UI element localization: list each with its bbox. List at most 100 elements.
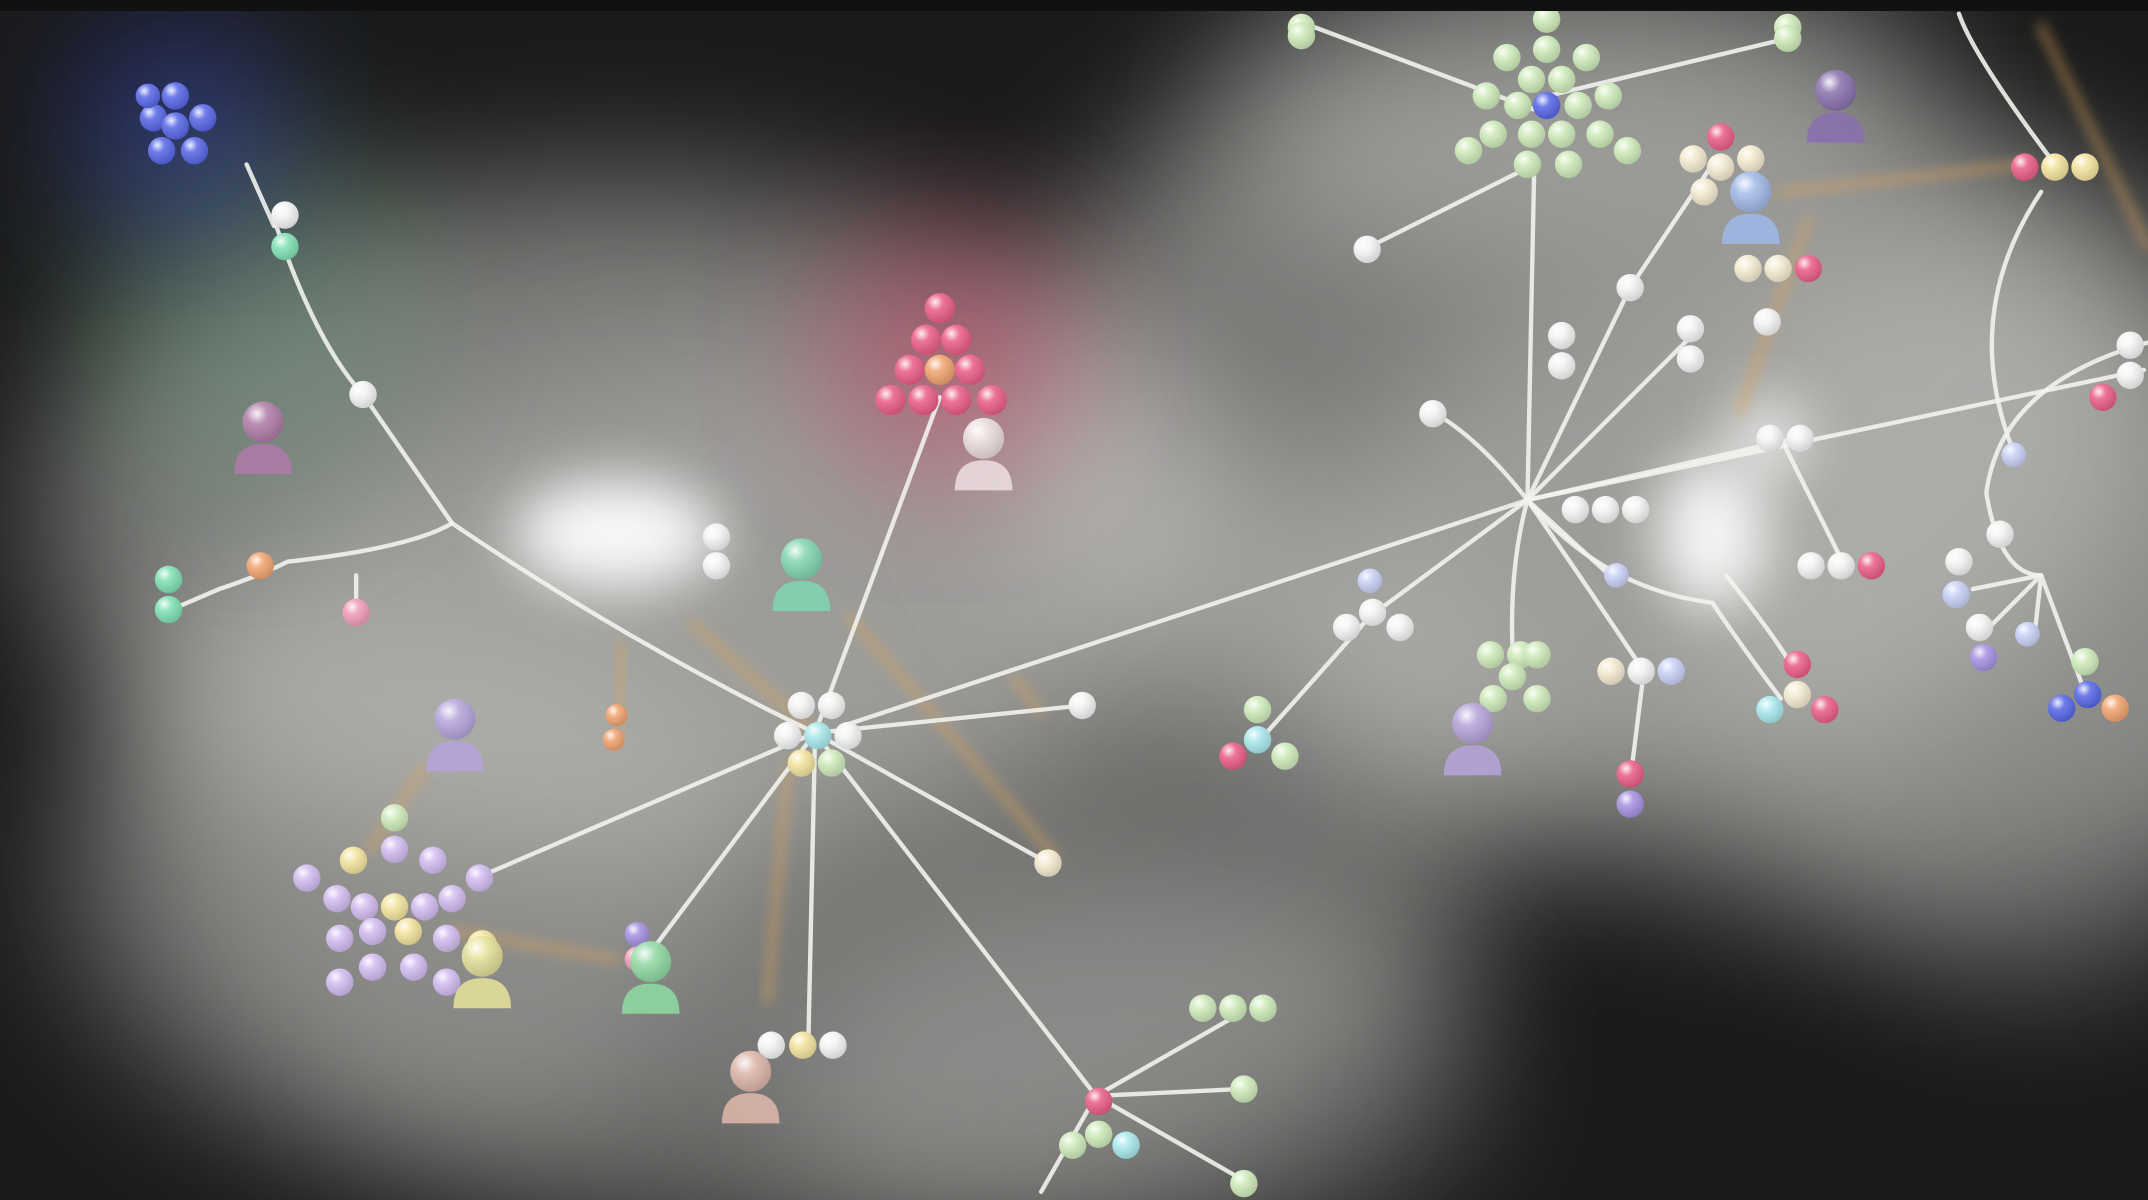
graph-node[interactable] [834, 721, 862, 750]
graph-node[interactable] [1230, 1169, 1258, 1198]
graph-node[interactable] [1034, 849, 1062, 877]
graph-node[interactable] [1690, 178, 1718, 206]
graph-node[interactable] [1287, 21, 1316, 50]
graph-node[interactable] [1783, 650, 1812, 679]
graph-node[interactable] [154, 595, 183, 624]
graph-node[interactable] [1271, 742, 1299, 770]
graph-node[interactable] [432, 968, 461, 996]
graph-node[interactable] [702, 552, 731, 580]
graph-node[interactable] [1513, 150, 1542, 179]
graph-node[interactable] [1737, 145, 1765, 173]
graph-node[interactable] [976, 384, 1007, 416]
graph-node[interactable] [1547, 352, 1576, 380]
graph-node[interactable] [1627, 657, 1655, 685]
graph-node[interactable] [419, 846, 447, 874]
graph-node[interactable] [1597, 657, 1625, 685]
graph-node[interactable] [1564, 91, 1592, 120]
graph-node[interactable] [1572, 43, 1601, 72]
graph-node[interactable] [1965, 613, 1994, 642]
user-avatar-icon[interactable] [954, 417, 1013, 491]
graph-node[interactable] [1797, 552, 1825, 580]
graph-node[interactable] [1249, 994, 1277, 1022]
graph-node[interactable] [1616, 790, 1644, 818]
user-avatar-icon[interactable] [1806, 69, 1865, 143]
graph-node[interactable] [1112, 1131, 1140, 1159]
graph-node[interactable] [161, 112, 190, 140]
graph-node[interactable] [1084, 1087, 1113, 1116]
graph-node[interactable] [1517, 65, 1546, 94]
graph-node[interactable] [787, 691, 816, 720]
graph-node[interactable] [1857, 552, 1885, 580]
user-avatar-icon[interactable] [426, 698, 484, 772]
graph-node[interactable] [1353, 235, 1381, 264]
graph-node[interactable] [438, 884, 466, 913]
graph-node[interactable] [2071, 647, 2099, 676]
graph-node[interactable] [2101, 694, 2129, 722]
graph-node[interactable] [135, 83, 161, 109]
graph-node[interactable] [910, 324, 942, 355]
graph-node[interactable] [954, 354, 985, 385]
graph-node[interactable] [1532, 91, 1561, 120]
graph-node[interactable] [1472, 82, 1501, 110]
user-avatar-icon[interactable] [772, 538, 831, 611]
graph-node[interactable] [326, 924, 354, 953]
graph-node[interactable] [1523, 641, 1551, 669]
graph-node[interactable] [894, 354, 925, 385]
graph-node[interactable] [1604, 563, 1629, 588]
graph-node[interactable] [1517, 120, 1546, 148]
graph-node[interactable] [2074, 680, 2102, 709]
graph-node[interactable] [1357, 568, 1383, 594]
graph-node[interactable] [1594, 82, 1622, 110]
graph-node[interactable] [349, 380, 377, 409]
graph-node[interactable] [817, 749, 846, 777]
graph-node[interactable] [1753, 308, 1781, 336]
graph-node[interactable] [1657, 657, 1685, 685]
graph-node[interactable] [1621, 495, 1650, 524]
graph-node[interactable] [1554, 150, 1583, 179]
graph-node[interactable] [2116, 331, 2144, 359]
graph-node[interactable] [817, 691, 846, 720]
graph-node[interactable] [1243, 695, 1272, 724]
graph-node[interactable] [1942, 580, 1970, 609]
graph-node[interactable] [339, 846, 368, 874]
graph-node[interactable] [1498, 663, 1527, 691]
graph-node[interactable] [1504, 91, 1532, 120]
graph-node[interactable] [1706, 153, 1735, 181]
graph-node[interactable] [773, 721, 802, 750]
graph-node[interactable] [924, 354, 955, 385]
graph-node[interactable] [941, 384, 972, 416]
graph-node[interactable] [1783, 680, 1812, 709]
graph-node[interactable] [1243, 726, 1272, 754]
graph-node[interactable] [1616, 273, 1644, 302]
graph-node[interactable] [2071, 153, 2099, 181]
graph-node[interactable] [380, 893, 409, 921]
graph-node[interactable] [875, 384, 906, 416]
graph-node[interactable] [1613, 136, 1642, 165]
graph-node[interactable] [1230, 1075, 1258, 1103]
graph-node[interactable] [1058, 1131, 1087, 1159]
graph-node[interactable] [1332, 613, 1361, 642]
graph-node[interactable] [1774, 24, 1802, 53]
graph-node[interactable] [350, 893, 379, 921]
user-avatars[interactable] [234, 69, 1865, 1124]
graph-node[interactable] [342, 598, 370, 627]
user-avatar-icon[interactable] [1721, 171, 1780, 244]
graph-node[interactable] [410, 893, 439, 921]
graph-node[interactable] [154, 565, 183, 594]
graph-node[interactable] [702, 523, 731, 551]
user-avatar-icon[interactable] [1443, 702, 1502, 776]
graph-node[interactable] [1676, 315, 1705, 343]
graph-node[interactable] [2011, 153, 2039, 181]
graph-node[interactable] [246, 552, 274, 580]
graph-node[interactable] [1945, 547, 1973, 576]
graph-node[interactable] [2001, 442, 2027, 468]
graph-node[interactable] [1523, 684, 1551, 713]
graph-node[interactable] [1547, 321, 1576, 350]
graph-node[interactable] [380, 835, 409, 864]
graph-node[interactable] [1454, 136, 1483, 165]
user-avatar-icon[interactable] [621, 941, 680, 1014]
graph-node[interactable] [924, 293, 955, 324]
graph-node[interactable] [1386, 613, 1414, 642]
